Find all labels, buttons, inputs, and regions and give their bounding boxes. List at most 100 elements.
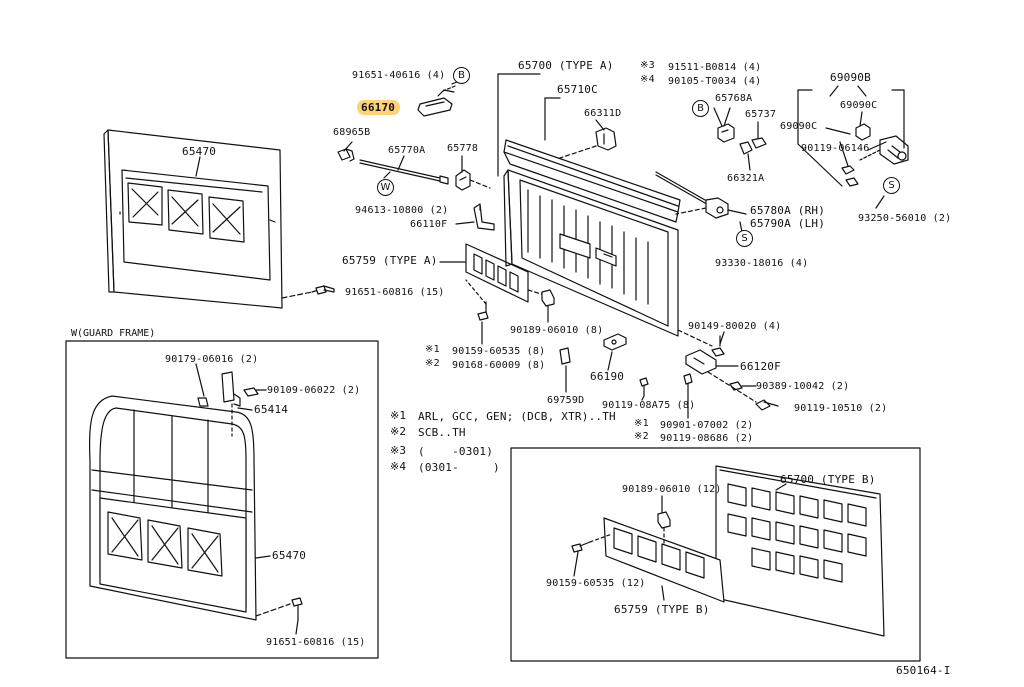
label-66110f: 66110F <box>410 219 448 230</box>
label-66321a: 66321A <box>727 173 765 184</box>
label-90159-a: 90159-60535 (8) <box>452 346 546 357</box>
box-type-b <box>510 447 921 662</box>
lock-66311d <box>595 127 617 151</box>
label-69090c-right: 69090C <box>840 100 878 111</box>
diagram-id: 650164-I <box>896 664 951 677</box>
label-91651-60816-w: 91651-60816 (15) <box>266 637 366 648</box>
circle-b-right: B <box>692 100 709 117</box>
part-66321a <box>739 141 753 155</box>
label-65778: 65778 <box>447 143 479 154</box>
label-90149: 90149-80020 (4) <box>688 321 782 332</box>
label-90105: 90105-T0034 (4) <box>668 76 762 87</box>
label-65414: 65414 <box>254 403 289 416</box>
highlight-66170: 66170 <box>357 100 401 115</box>
note-text-3: ( -0301) <box>418 445 494 458</box>
handle-66170 <box>417 89 455 117</box>
mark-2-a: ※2 <box>425 358 440 369</box>
label-65768a: 65768A <box>715 93 753 104</box>
label-90119-08686: 90119-08686 (2) <box>660 433 754 444</box>
rail-65710c <box>503 139 681 223</box>
circle-w: W <box>377 179 394 196</box>
mark-3-top: ※3 <box>640 60 655 71</box>
label-90179: 90179-06016 (2) <box>165 354 259 365</box>
label-90119-06146: 90119-06146 <box>801 143 870 154</box>
note-text-1: ARL, GCC, GEN; (DCB, XTR)..TH <box>418 410 616 423</box>
clip-90189-06010-a <box>541 289 555 307</box>
clip-90189-06010-b <box>657 511 671 529</box>
label-91651-40616: 91651-40616 (4) <box>352 70 446 81</box>
label-66311d: 66311D <box>584 108 622 119</box>
label-65759-type-b: 65759 (TYPE B) <box>614 603 710 616</box>
label-90109: 90109-06022 (2) <box>267 385 361 396</box>
label-93250: 93250-56010 (2) <box>858 213 952 224</box>
circle-s-mid: S <box>736 230 753 247</box>
part-66190 <box>603 333 627 351</box>
bolt-91651-60816-w <box>291 597 303 621</box>
bolt-90119-08a75 <box>683 373 693 399</box>
label-65700-type-b: 65700 (TYPE B) <box>780 473 876 486</box>
note-mark-1: ※1 <box>390 409 407 422</box>
label-69090b: 69090B <box>830 71 871 84</box>
label-65770a: 65770A <box>388 145 426 156</box>
label-90189-b: 90189-06010 (12) <box>622 484 722 495</box>
label-65710c: 65710C <box>557 83 598 96</box>
panel-65470-top <box>103 129 283 309</box>
bolt-66190 <box>639 377 649 397</box>
screw-90159-60535-b <box>571 541 591 553</box>
mark-1-b: ※1 <box>634 418 649 429</box>
protector-65759-type-a <box>465 243 529 303</box>
part-65768a <box>717 123 735 143</box>
note-mark-2: ※2 <box>390 425 407 438</box>
label-65470-top: 65470 <box>182 145 217 158</box>
box-w-title: W(GUARD FRAME) <box>71 328 156 339</box>
label-69090c-left: 69090C <box>780 121 818 132</box>
circle-s-right: S <box>883 177 900 194</box>
bolt-90389-10042 <box>729 381 743 391</box>
label-65470-w: 65470 <box>272 549 307 562</box>
tailgate-65700-type-a <box>503 169 679 337</box>
part-69759d <box>559 347 571 365</box>
mark-2-b: ※2 <box>634 431 649 442</box>
label-91651-60816-top: 91651-60816 (15) <box>345 287 445 298</box>
label-68965b: 68965B <box>333 127 371 138</box>
label-90168: 90168-60009 (8) <box>452 360 546 371</box>
bolt-90109-06022 <box>243 387 267 397</box>
screw-90159-60535-a <box>477 301 489 321</box>
mark-1-a: ※1 <box>425 344 440 355</box>
label-90159-b: 90159-60535 (12) <box>546 578 646 589</box>
circle-b-left: B <box>453 67 470 84</box>
note-mark-3: ※3 <box>390 444 407 457</box>
label-65759-type-a: 65759 (TYPE A) <box>342 254 438 267</box>
hinge-69090b <box>841 123 909 187</box>
label-65780a: 65780A (RH) <box>750 204 826 217</box>
bracket-66110f <box>473 203 495 231</box>
label-94613: 94613-10800 (2) <box>355 205 449 216</box>
protector-65759-type-b <box>603 517 725 603</box>
label-65737: 65737 <box>745 109 777 120</box>
label-65700-type-a: 65700 (TYPE A) <box>518 59 614 72</box>
label-69759d: 69759D <box>547 395 585 406</box>
bolt-90119-10510 <box>755 399 779 411</box>
label-90901: 90901-07002 (2) <box>660 420 754 431</box>
rod-65770a <box>359 159 449 185</box>
bolt-91651-60816-top <box>315 285 335 295</box>
note-mark-4: ※4 <box>390 460 407 473</box>
label-90389: 90389-10042 (2) <box>756 381 850 392</box>
cable-65780a <box>655 171 729 219</box>
label-90119-08a75: 90119-08A75 (8) <box>602 400 696 411</box>
label-66190: 66190 <box>590 370 625 383</box>
label-93330: 93330-18016 (4) <box>715 258 809 269</box>
label-91511: 91511-B0814 (4) <box>668 62 762 73</box>
part-65737 <box>751 137 767 149</box>
label-65790a: 65790A (LH) <box>750 217 826 230</box>
bracket-66120f <box>685 349 717 375</box>
label-90189-a: 90189-06010 (8) <box>510 325 604 336</box>
bracket-65414 <box>221 371 241 407</box>
clip-65778 <box>455 169 471 191</box>
bolt-68965b <box>337 148 355 162</box>
label-66170: 66170 <box>357 100 401 115</box>
label-90119-10510: 90119-10510 (2) <box>794 403 888 414</box>
mark-4-top: ※4 <box>640 74 655 85</box>
box-guard-frame <box>65 340 379 659</box>
